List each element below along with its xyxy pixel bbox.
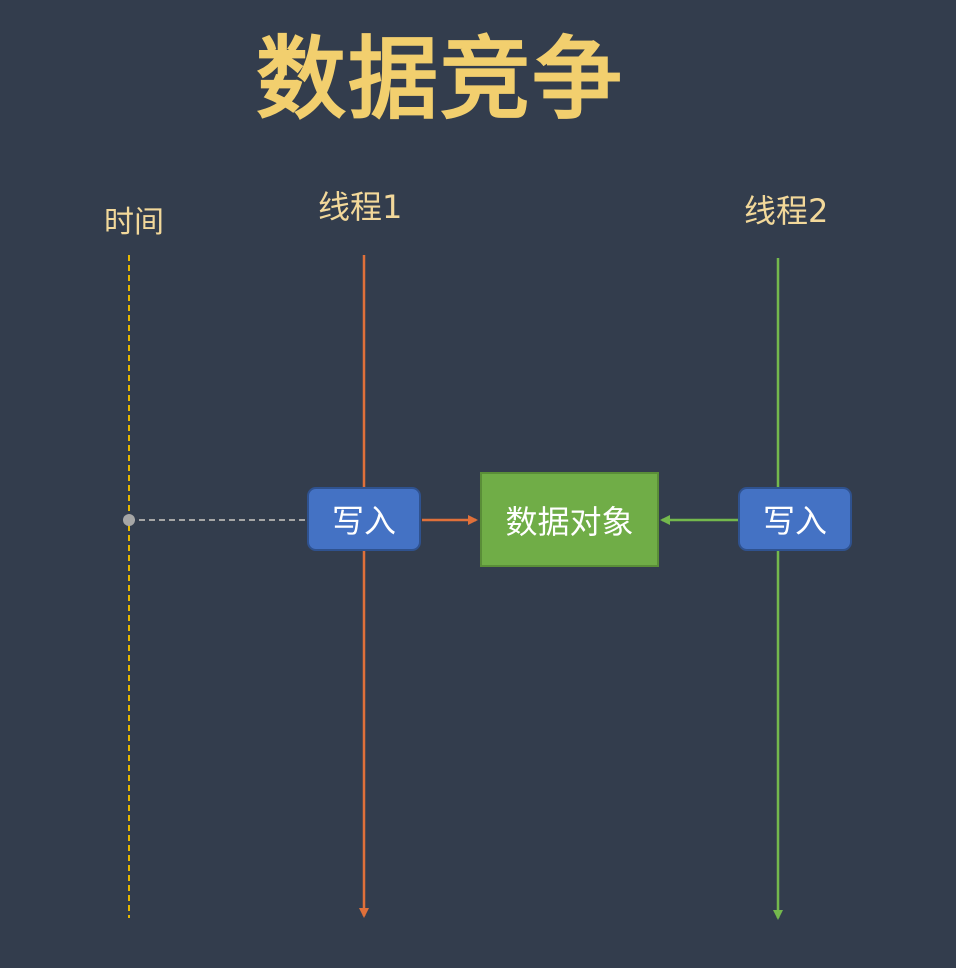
time-point-marker bbox=[123, 514, 135, 526]
thread1-write-box: 写入 bbox=[307, 487, 421, 551]
time-axis-label: 时间 bbox=[104, 205, 164, 240]
data-object-box: 数据对象 bbox=[480, 472, 659, 567]
thread2-label: 线程2 bbox=[744, 192, 829, 230]
thread1-label: 线程1 bbox=[318, 188, 403, 226]
thread2-write-box: 写入 bbox=[738, 487, 852, 551]
diagram-title: 数据竞争 bbox=[256, 27, 624, 132]
